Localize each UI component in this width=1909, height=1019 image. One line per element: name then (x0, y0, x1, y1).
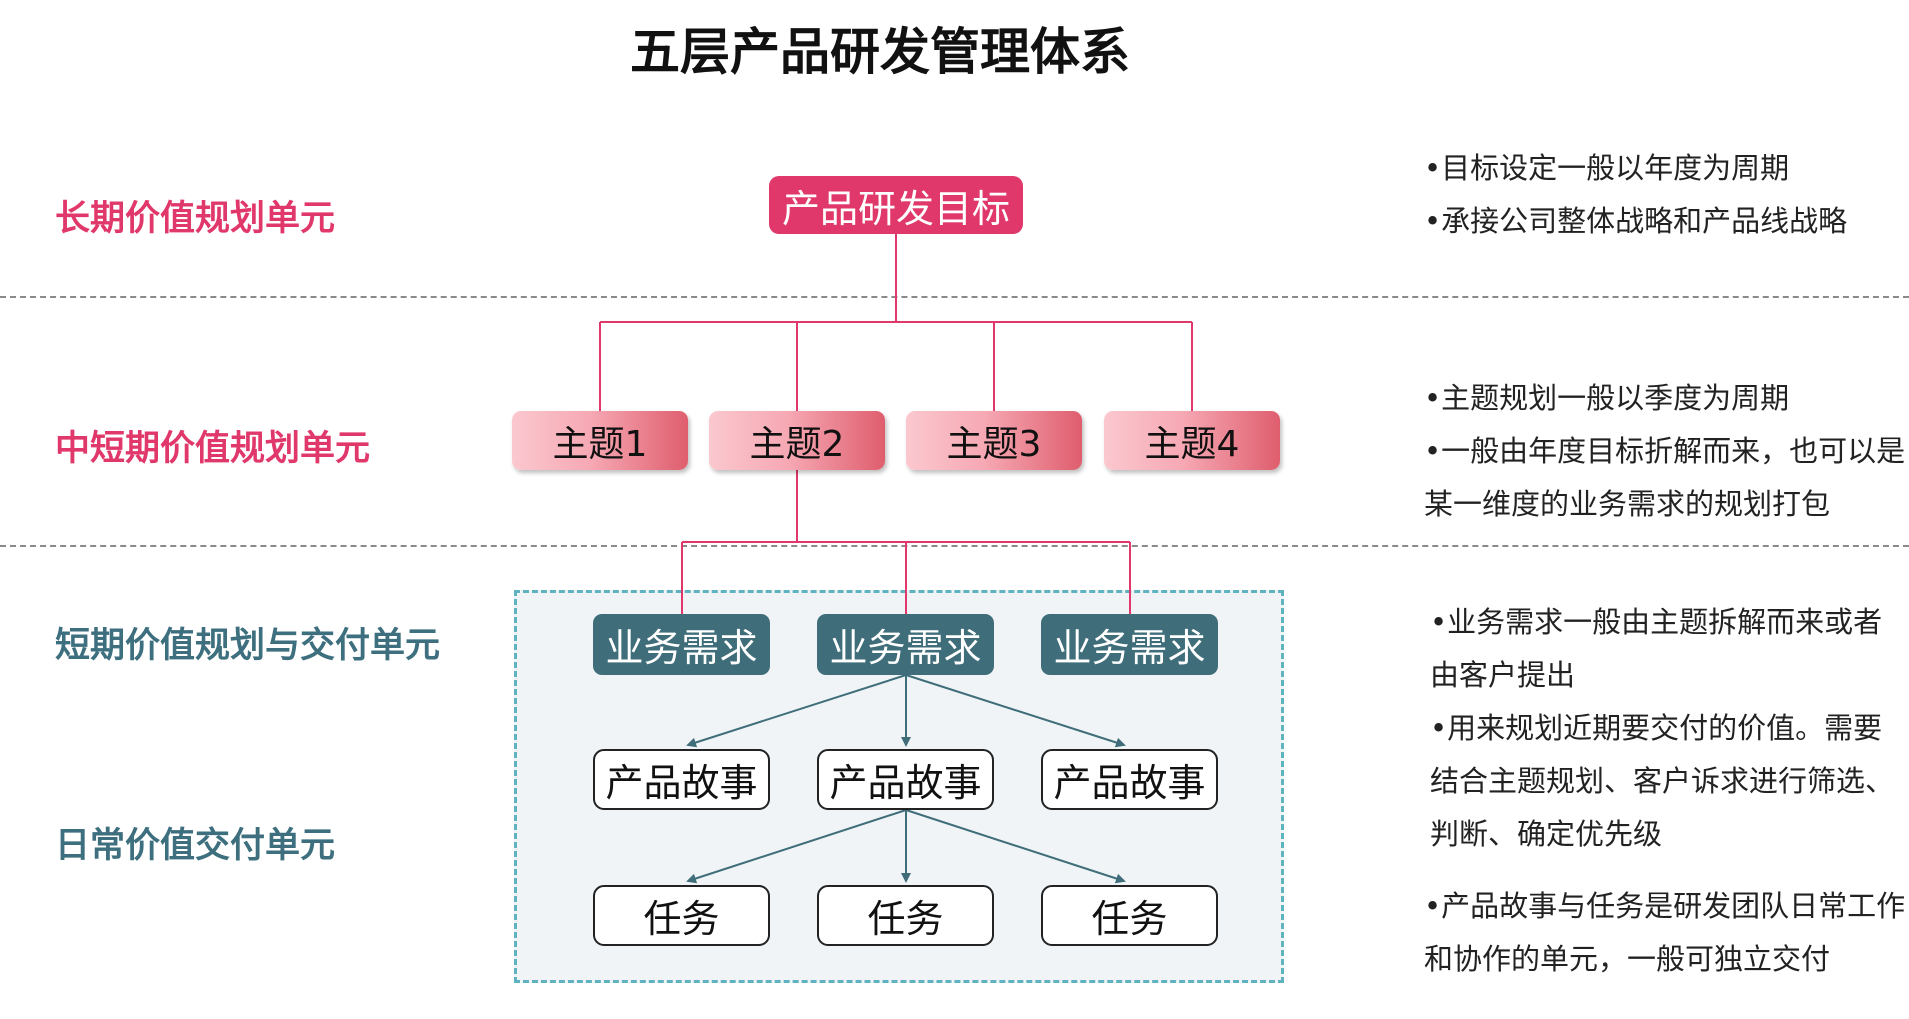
note-line: 判断、确定优先级 (1430, 817, 1663, 851)
note-mid-short-term: •主题规划一般以季度为周期 •一般由年度目标折解而来，也可以是 某一维度的业务需… (1424, 372, 1905, 531)
note-line: •产品故事与任务是研发团队日常工作 (1424, 889, 1906, 923)
story-arrows (686, 674, 1126, 748)
task-arrows (686, 809, 1126, 884)
goal-node: 产品研发目标 (769, 176, 1023, 234)
task-node-2: 任务 (817, 885, 994, 946)
note-line: •目标设定一般以年度为周期 (1424, 151, 1790, 185)
note-line: •用来规划近期要交付的价值。需要 (1430, 711, 1883, 745)
note-line: •主题规划一般以季度为周期 (1424, 381, 1790, 415)
note-line: 结合主题规划、客户诉求进行筛选、 (1430, 764, 1895, 798)
separator-line-2 (0, 545, 1909, 547)
story-node-3: 产品故事 (1041, 749, 1218, 810)
note-line: 由客户提出 (1430, 658, 1576, 692)
requirement-node-2: 业务需求 (817, 614, 994, 675)
note-line: •一般由年度目标折解而来，也可以是 (1424, 434, 1906, 468)
level-label-mid-short-term: 中短期价值规划单元 (55, 429, 371, 469)
story-node-2: 产品故事 (817, 749, 994, 810)
page-title: 五层产品研发管理体系 (630, 23, 1130, 81)
task-node-3: 任务 (1041, 885, 1218, 946)
requirement-node-3: 业务需求 (1041, 614, 1218, 675)
theme-node-4: 主题4 (1104, 411, 1280, 470)
theme-node-2: 主题2 (709, 411, 885, 470)
theme-node-3: 主题3 (906, 411, 1082, 470)
goal-theme-connectors (599, 234, 1193, 614)
story-node-1: 产品故事 (593, 749, 770, 810)
level-label-long-term: 长期价值规划单元 (55, 199, 336, 239)
requirement-node-1: 业务需求 (593, 614, 770, 675)
note-line: •业务需求一般由主题拆解而来或者 (1430, 605, 1883, 639)
note-daily: •产品故事与任务是研发团队日常工作 和协作的单元，一般可独立交付 (1424, 880, 1905, 986)
note-line: 和协作的单元，一般可独立交付 (1424, 942, 1831, 976)
note-short-term: •业务需求一般由主题拆解而来或者 由客户提出 •用来规划近期要交付的价值。需要 … (1430, 596, 1894, 861)
task-node-1: 任务 (593, 885, 770, 946)
level-label-daily: 日常价值交付单元 (55, 826, 336, 866)
level-label-short-term: 短期价值规划与交付单元 (55, 626, 441, 666)
separator-line-1 (0, 296, 1909, 298)
note-line: •承接公司整体战略和产品线战略 (1424, 204, 1848, 238)
note-line: 某一维度的业务需求的规划打包 (1424, 487, 1831, 521)
note-long-term: •目标设定一般以年度为周期 •承接公司整体战略和产品线战略 (1424, 142, 1847, 248)
theme-node-1: 主题1 (512, 411, 688, 470)
